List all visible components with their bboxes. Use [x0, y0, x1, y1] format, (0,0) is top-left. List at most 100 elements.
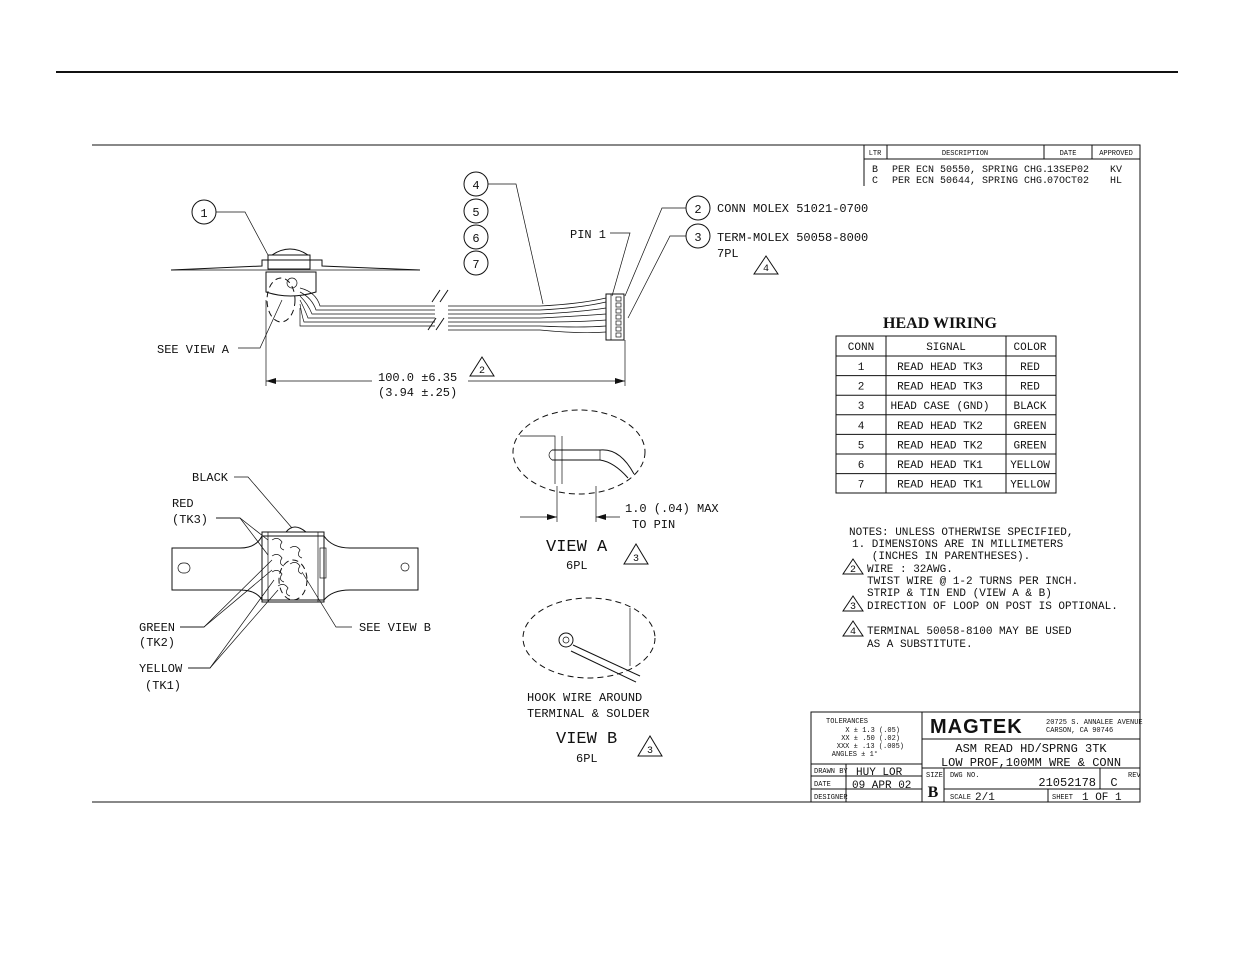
note-line: TWIST WIRE @ 1-2 TURNS PER INCH.	[867, 576, 1078, 588]
flag-2	[469, 356, 495, 377]
label-tk3: (TK3)	[172, 513, 208, 527]
size-label: SIZE	[926, 772, 943, 780]
head-wiring-conn: 5	[858, 440, 865, 452]
view-a-qty: 6PL	[566, 559, 588, 573]
sheet-value: 1 OF 1	[1082, 792, 1122, 804]
callout-see-view-a: SEE VIEW A	[157, 343, 230, 357]
label-black: BLACK	[192, 471, 229, 485]
head-wiring-signal: HEAD CASE (GND)	[890, 401, 989, 413]
view-b-detail: HOOK WIRE AROUND TERMINAL & SOLDER VIEW …	[522, 597, 663, 766]
label-yellow: YELLOW	[139, 662, 183, 676]
head-wiring-signal: READ HEAD TK2	[897, 421, 983, 433]
date-value: 09 APR 02	[852, 780, 911, 792]
dwg-no-value: 21052178	[1038, 776, 1096, 790]
drawn-by-label: DRAWN BY	[814, 768, 848, 776]
callout-term: TERM-MOLEX 50058-8000	[717, 231, 868, 245]
flag-3	[623, 543, 649, 565]
dimension-length-in: (3.94 ±.25)	[378, 386, 457, 400]
view-b-title: VIEW B	[556, 730, 617, 749]
notes-block: NOTES: UNLESS OTHERWISE SPECIFIED,1. DIM…	[842, 527, 1118, 651]
note-flag	[842, 595, 864, 612]
rev-header-ltr: LTR	[869, 150, 882, 158]
company-address-1: 20725 S. ANNALEE AVENUE	[1046, 719, 1143, 727]
head-wiring-signal: READ HEAD TK1	[897, 480, 983, 492]
head-wiring-color: GREEN	[1013, 421, 1046, 433]
head-wiring-header-signal: SIGNAL	[926, 342, 966, 354]
head-wiring-conn: 6	[858, 460, 865, 472]
rev-row-desc: PER ECN 50550, SPRING CHG.	[892, 165, 1048, 176]
company-logo: MAGTEK	[930, 716, 1023, 738]
rev-value: C	[1110, 776, 1117, 790]
view-a-title: VIEW A	[546, 538, 608, 557]
flag-4-label: 4	[763, 264, 769, 275]
scale-value: 2/1	[975, 792, 995, 804]
flag-3b	[637, 735, 663, 757]
rev-row-date: 13SEP02	[1047, 165, 1089, 176]
note-line: STRIP & TIN END (VIEW A & B)	[867, 588, 1052, 600]
head-wiring-conn: 3	[858, 401, 865, 413]
balloon-7	[463, 250, 489, 276]
balloon-1-label: 1	[200, 207, 207, 221]
balloon-6	[463, 224, 489, 250]
note-line: DIRECTION OF LOOP ON POST IS OPTIONAL.	[867, 601, 1118, 613]
note-flag-label: 2	[850, 565, 856, 576]
size-value: B	[928, 784, 939, 801]
head-wiring-header-color: COLOR	[1013, 342, 1046, 354]
drawn-by-value: HUY LOR	[856, 767, 903, 779]
flag-4	[753, 255, 779, 275]
head-wiring-conn: 2	[858, 382, 865, 394]
head-wiring-title: HEAD WIRING	[883, 315, 998, 332]
head-wiring-color: YELLOW	[1010, 480, 1050, 492]
note-line: TERMINAL 50058-8100 MAY BE USED	[867, 626, 1072, 638]
callout-see-view-b: SEE VIEW B	[359, 621, 431, 635]
head-wiring-color: RED	[1020, 362, 1040, 374]
tolerances-label: TOLERANCES	[826, 718, 868, 726]
drawing-title-1: ASM READ HD/SPRNG 3TK	[955, 742, 1107, 756]
label-green: GREEN	[139, 621, 175, 635]
flag-2-label: 2	[479, 366, 485, 377]
head-wiring-header-conn: CONN	[848, 342, 874, 354]
connector-body	[605, 293, 625, 341]
rev-label: REV	[1128, 772, 1141, 780]
head-wiring-signal: READ HEAD TK3	[897, 382, 983, 394]
dimension-strip-label: TO PIN	[632, 518, 675, 532]
revision-block: LTR DESCRIPTION DATE APPROVED B PER ECN …	[863, 144, 1141, 187]
note-line: AS A SUBSTITUTE.	[867, 639, 973, 651]
assembly-top-view: 1 4	[157, 171, 868, 400]
balloon-7-label: 7	[472, 258, 479, 272]
note-flag	[842, 620, 864, 637]
rev-header-description: DESCRIPTION	[942, 150, 988, 158]
rev-row-ltr: C	[872, 176, 878, 187]
label-red: RED	[172, 497, 194, 511]
head-wiring-conn: 4	[858, 421, 865, 433]
view-b-note-2: TERMINAL & SOLDER	[527, 707, 649, 721]
dwg-no-label: DWG NO.	[950, 772, 979, 780]
head-wiring-color: YELLOW	[1010, 460, 1050, 472]
view-b-note-1: HOOK WIRE AROUND	[527, 691, 642, 705]
dimension-strip-mm: 1.0 (.04) MAX	[625, 502, 719, 516]
title-block: TOLERANCES X ± 1.3 (.05) XX ± .50 (.02) …	[810, 711, 1143, 804]
label-tk1: (TK1)	[145, 679, 181, 693]
balloon-5-label: 5	[472, 206, 479, 220]
note-line: (INCHES IN PARENTHESES).	[852, 551, 1030, 563]
callout-pin1: PIN 1	[570, 228, 606, 242]
dimension-length-mm: 100.0 ±6.35	[378, 371, 457, 385]
note-flag-label: 3	[850, 602, 856, 613]
rev-row-ltr: B	[872, 165, 878, 176]
designer-label: DESIGNER	[814, 794, 848, 802]
head-front-view: BLACK RED (TK3) GREEN (TK2) YELLOW (TK1)…	[139, 471, 431, 693]
callout-conn: CONN MOLEX 51021-0700	[717, 202, 868, 216]
tolerance-xx: XX ± .50 (.02)	[841, 735, 900, 743]
label-tk2: (TK2)	[139, 636, 175, 650]
flag-3b-label: 3	[647, 746, 653, 757]
page-top-rule	[56, 71, 1178, 73]
rev-row-date: 07OCT02	[1047, 176, 1089, 187]
rev-row-desc: PER ECN 50644, SPRING CHG.	[892, 176, 1048, 187]
rev-header-date: DATE	[1060, 150, 1077, 158]
company-address-2: CARSON, CA 90746	[1046, 727, 1113, 735]
view-a-detail: 1.0 (.04) MAX TO PIN VIEW A 6PL 3	[512, 409, 719, 573]
rev-row-approved: KV	[1110, 165, 1122, 176]
tolerance-xxx: XXX ± .13 (.005)	[837, 743, 904, 751]
head-wiring-signal: READ HEAD TK1	[897, 460, 983, 472]
